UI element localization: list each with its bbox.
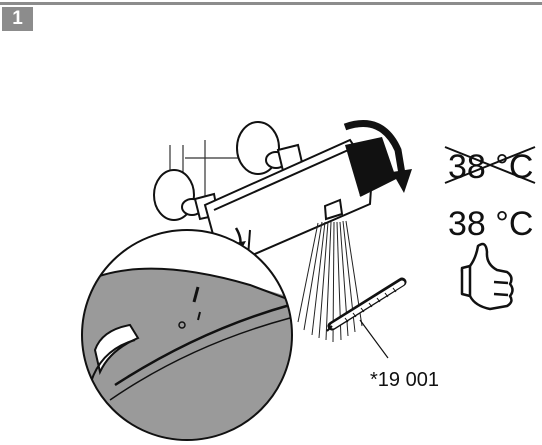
thermostat-handle — [345, 137, 397, 197]
thermometer-icon — [326, 277, 407, 332]
step-header: 1 — [0, 0, 542, 31]
water-outlet — [323, 198, 344, 221]
mixer-body — [203, 138, 374, 259]
part-number-label: *19 001 — [370, 369, 439, 391]
correct-temperature-label: 38 °C — [448, 205, 533, 243]
magnified-detail — [81, 229, 293, 441]
step-number-badge: 1 — [2, 7, 33, 31]
step-divider-line — [0, 2, 542, 5]
rotate-arrow-icon — [343, 120, 412, 193]
wrong-temperature: 38 °C — [444, 146, 536, 186]
left-wall-escutcheon — [153, 169, 220, 221]
part-leader-line — [359, 319, 389, 359]
thumbs-up-icon — [460, 242, 514, 311]
